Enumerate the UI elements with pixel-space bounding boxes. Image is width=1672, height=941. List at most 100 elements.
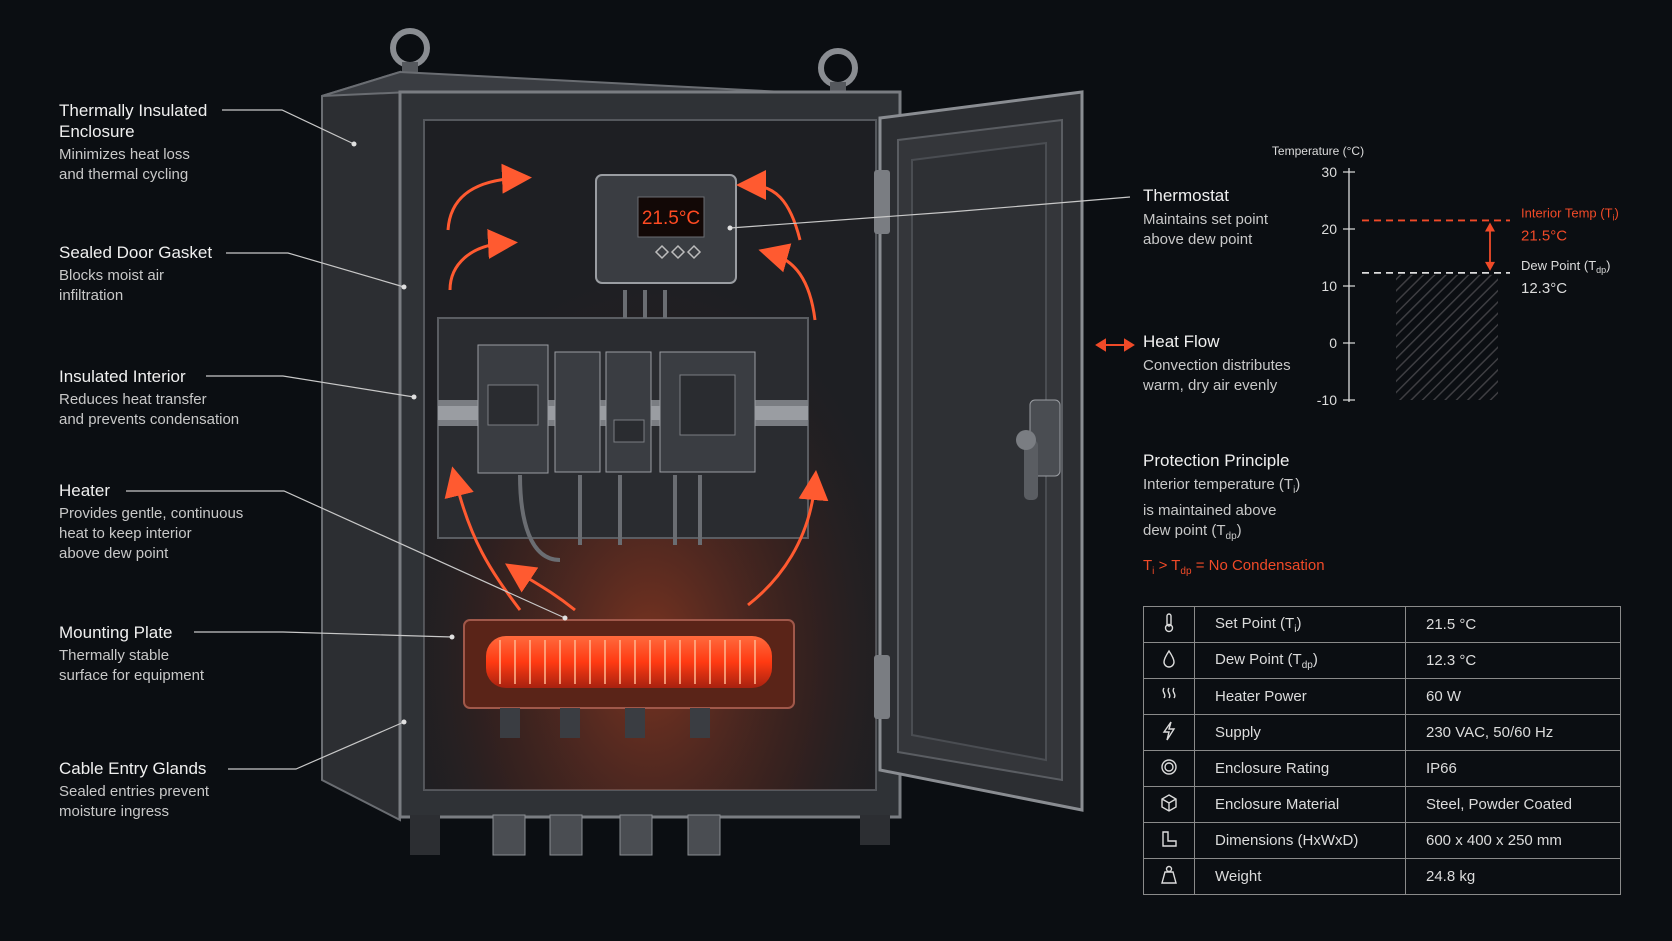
spec-label-sub: dp bbox=[1301, 659, 1313, 671]
callout-heater: Heater Provides gentle, continuous heat … bbox=[59, 480, 243, 564]
spec-row: Heater Power 60 W bbox=[1143, 678, 1621, 715]
chart-tick-label: 0 bbox=[1329, 335, 1337, 351]
principle-line2: is maintained above bbox=[1143, 502, 1277, 519]
chart-tick-label: 20 bbox=[1321, 221, 1337, 237]
spec-row: Dimensions (HxWxD)600 x 400 x 250 mm bbox=[1143, 822, 1621, 859]
chart-line-name-sub: i bbox=[1613, 212, 1615, 222]
chart-line-name: Dew Point (Tdp) bbox=[1521, 258, 1611, 275]
callout-description: Thermally stable surface for equipment bbox=[59, 647, 205, 684]
margin-arrow-head bbox=[1485, 222, 1495, 232]
eq-tdp-sub: dp bbox=[1180, 566, 1192, 577]
chart-line-name-text: Dew Point (T bbox=[1521, 258, 1596, 273]
heat-flow-arrows bbox=[444, 163, 829, 612]
spec-value: Steel, Powder Coated bbox=[1405, 786, 1621, 823]
cable-glands bbox=[492, 814, 721, 856]
heat-flow-legend-arrow bbox=[1095, 338, 1135, 352]
weight-icon bbox=[1143, 858, 1195, 895]
callout-title: Insulated Interior bbox=[59, 367, 186, 386]
callout-title: Thermostat bbox=[1143, 186, 1229, 205]
callout-heat-flow: Heat Flow Convection distributes warm, d… bbox=[1143, 332, 1291, 396]
spec-label-text: Dimensions (HxWxD) bbox=[1215, 832, 1359, 849]
principle-line3: dew point (T bbox=[1143, 522, 1226, 539]
spec-row: Enclosure Material Steel, Powder Coated bbox=[1143, 786, 1621, 823]
callout-description: Minimizes heat loss and thermal cycling bbox=[59, 146, 190, 183]
principle-line3-sub: dp bbox=[1225, 531, 1237, 542]
heat-waves-icon bbox=[1143, 678, 1195, 715]
callout-title: Heat Flow bbox=[1143, 332, 1220, 351]
callout-title: Mounting Plate bbox=[59, 623, 173, 642]
callout-title: Cable Entry Glands bbox=[59, 759, 207, 778]
chart-tick-label: -10 bbox=[1317, 392, 1337, 408]
spec-value: 21.5 °C bbox=[1405, 606, 1621, 643]
chart-line-name-text: Interior Temp (T bbox=[1521, 205, 1613, 220]
chart-line-name: Interior Temp (Ti) bbox=[1521, 205, 1619, 222]
spec-label-text: Heater Power bbox=[1215, 688, 1307, 705]
callout-sealed-door-gasket: Sealed Door Gasket Blocks moist air infi… bbox=[59, 242, 212, 306]
chart-line-value: 12.3°C bbox=[1521, 280, 1567, 297]
spec-row: Weight 24.8 kg bbox=[1143, 858, 1621, 895]
spec-label: Heater Power bbox=[1194, 678, 1406, 715]
droplet-icon bbox=[1143, 642, 1195, 679]
thermostat-display: 21.5°C bbox=[642, 208, 700, 229]
spec-label: Dew Point (Tdp) bbox=[1194, 642, 1406, 679]
callout-thermally-insulated-enclosure: Thermally Insulated Enclosure Minimizes … bbox=[59, 100, 207, 185]
spec-label: Weight bbox=[1194, 858, 1406, 895]
lightning-icon bbox=[1143, 714, 1195, 751]
callout-description: Maintains set point above dew point bbox=[1143, 211, 1269, 248]
cube-icon bbox=[1143, 786, 1195, 823]
din-modules bbox=[477, 344, 756, 474]
callout-title: Heater bbox=[59, 481, 111, 500]
spec-row: Set Point (Ti)21.5 °C bbox=[1143, 606, 1621, 643]
principle-title: Protection Principle bbox=[1143, 451, 1290, 470]
spec-label: Set Point (Ti) bbox=[1194, 606, 1406, 643]
callout-description: Sealed entries prevent moisture ingress bbox=[59, 783, 210, 820]
spec-label-text: Dew Point (T bbox=[1215, 650, 1302, 668]
callout-description: Reduces heat transfer and prevents conde… bbox=[59, 391, 240, 428]
callout-title: Sealed Door Gasket bbox=[59, 243, 213, 262]
dew-zone-hatch bbox=[1396, 274, 1498, 400]
chart-y-axis-label: Temperature (°C) bbox=[1272, 144, 1364, 158]
margin-arrow-head bbox=[1485, 261, 1495, 271]
spec-label-text: Enclosure Rating bbox=[1215, 760, 1330, 777]
chart-tick-label: 10 bbox=[1321, 278, 1337, 294]
spec-value: 12.3 °C bbox=[1405, 642, 1621, 679]
chart-tick-label: 30 bbox=[1321, 164, 1337, 180]
spec-label-text: Enclosure Material bbox=[1215, 796, 1340, 813]
spec-value: 24.8 kg bbox=[1405, 858, 1621, 895]
spec-label: Dimensions (HxWxD) bbox=[1194, 822, 1406, 859]
eq-ti-sub: i bbox=[1152, 566, 1155, 577]
spec-value: 60 W bbox=[1405, 678, 1621, 715]
principle-line1: Interior temperature (T bbox=[1143, 476, 1294, 493]
callout-description: Convection distributes warm, dry air eve… bbox=[1143, 357, 1291, 394]
spec-label-text: Supply bbox=[1215, 724, 1261, 741]
principle-line1-sub: i bbox=[1293, 485, 1296, 496]
callout-thermostat: Thermostat Maintains set point above dew… bbox=[1143, 186, 1268, 250]
spec-label: Supply bbox=[1194, 714, 1406, 751]
protection-principle: Protection Principle Interior temperatur… bbox=[1143, 451, 1325, 577]
callout-insulated-interior: Insulated Interior Reduces heat transfer… bbox=[59, 366, 239, 430]
spec-row: Supply 230 VAC, 50/60 Hz bbox=[1143, 714, 1621, 751]
callout-description: Blocks moist air infiltration bbox=[59, 267, 165, 304]
chart-line-name-sub: dp bbox=[1596, 265, 1606, 275]
thermometer-icon bbox=[1143, 606, 1195, 643]
door-handle-icon bbox=[1016, 399, 1061, 500]
spec-label: Enclosure Rating bbox=[1194, 750, 1406, 787]
shield-icon bbox=[1143, 750, 1195, 787]
callout-description: Provides gentle, continuous heat to keep… bbox=[59, 505, 244, 562]
principle-equation: Ti > Tdp = No Condensation bbox=[1143, 557, 1325, 577]
spec-value: 230 VAC, 50/60 Hz bbox=[1405, 714, 1621, 751]
spec-row: Dew Point (Tdp)12.3 °C bbox=[1143, 642, 1621, 679]
spec-label-sub: i bbox=[1294, 623, 1297, 635]
spec-label-text: Set Point (T bbox=[1215, 614, 1295, 632]
principle-description: Interior temperature (Ti) is maintained … bbox=[1143, 475, 1325, 547]
callout-cable-entry-glands: Cable Entry Glands Sealed entries preven… bbox=[59, 758, 209, 822]
chart-line-value: 21.5°C bbox=[1521, 227, 1567, 244]
hinge-icon bbox=[874, 170, 890, 719]
spec-label: Enclosure Material bbox=[1194, 786, 1406, 823]
spec-label-text: Weight bbox=[1215, 868, 1262, 885]
